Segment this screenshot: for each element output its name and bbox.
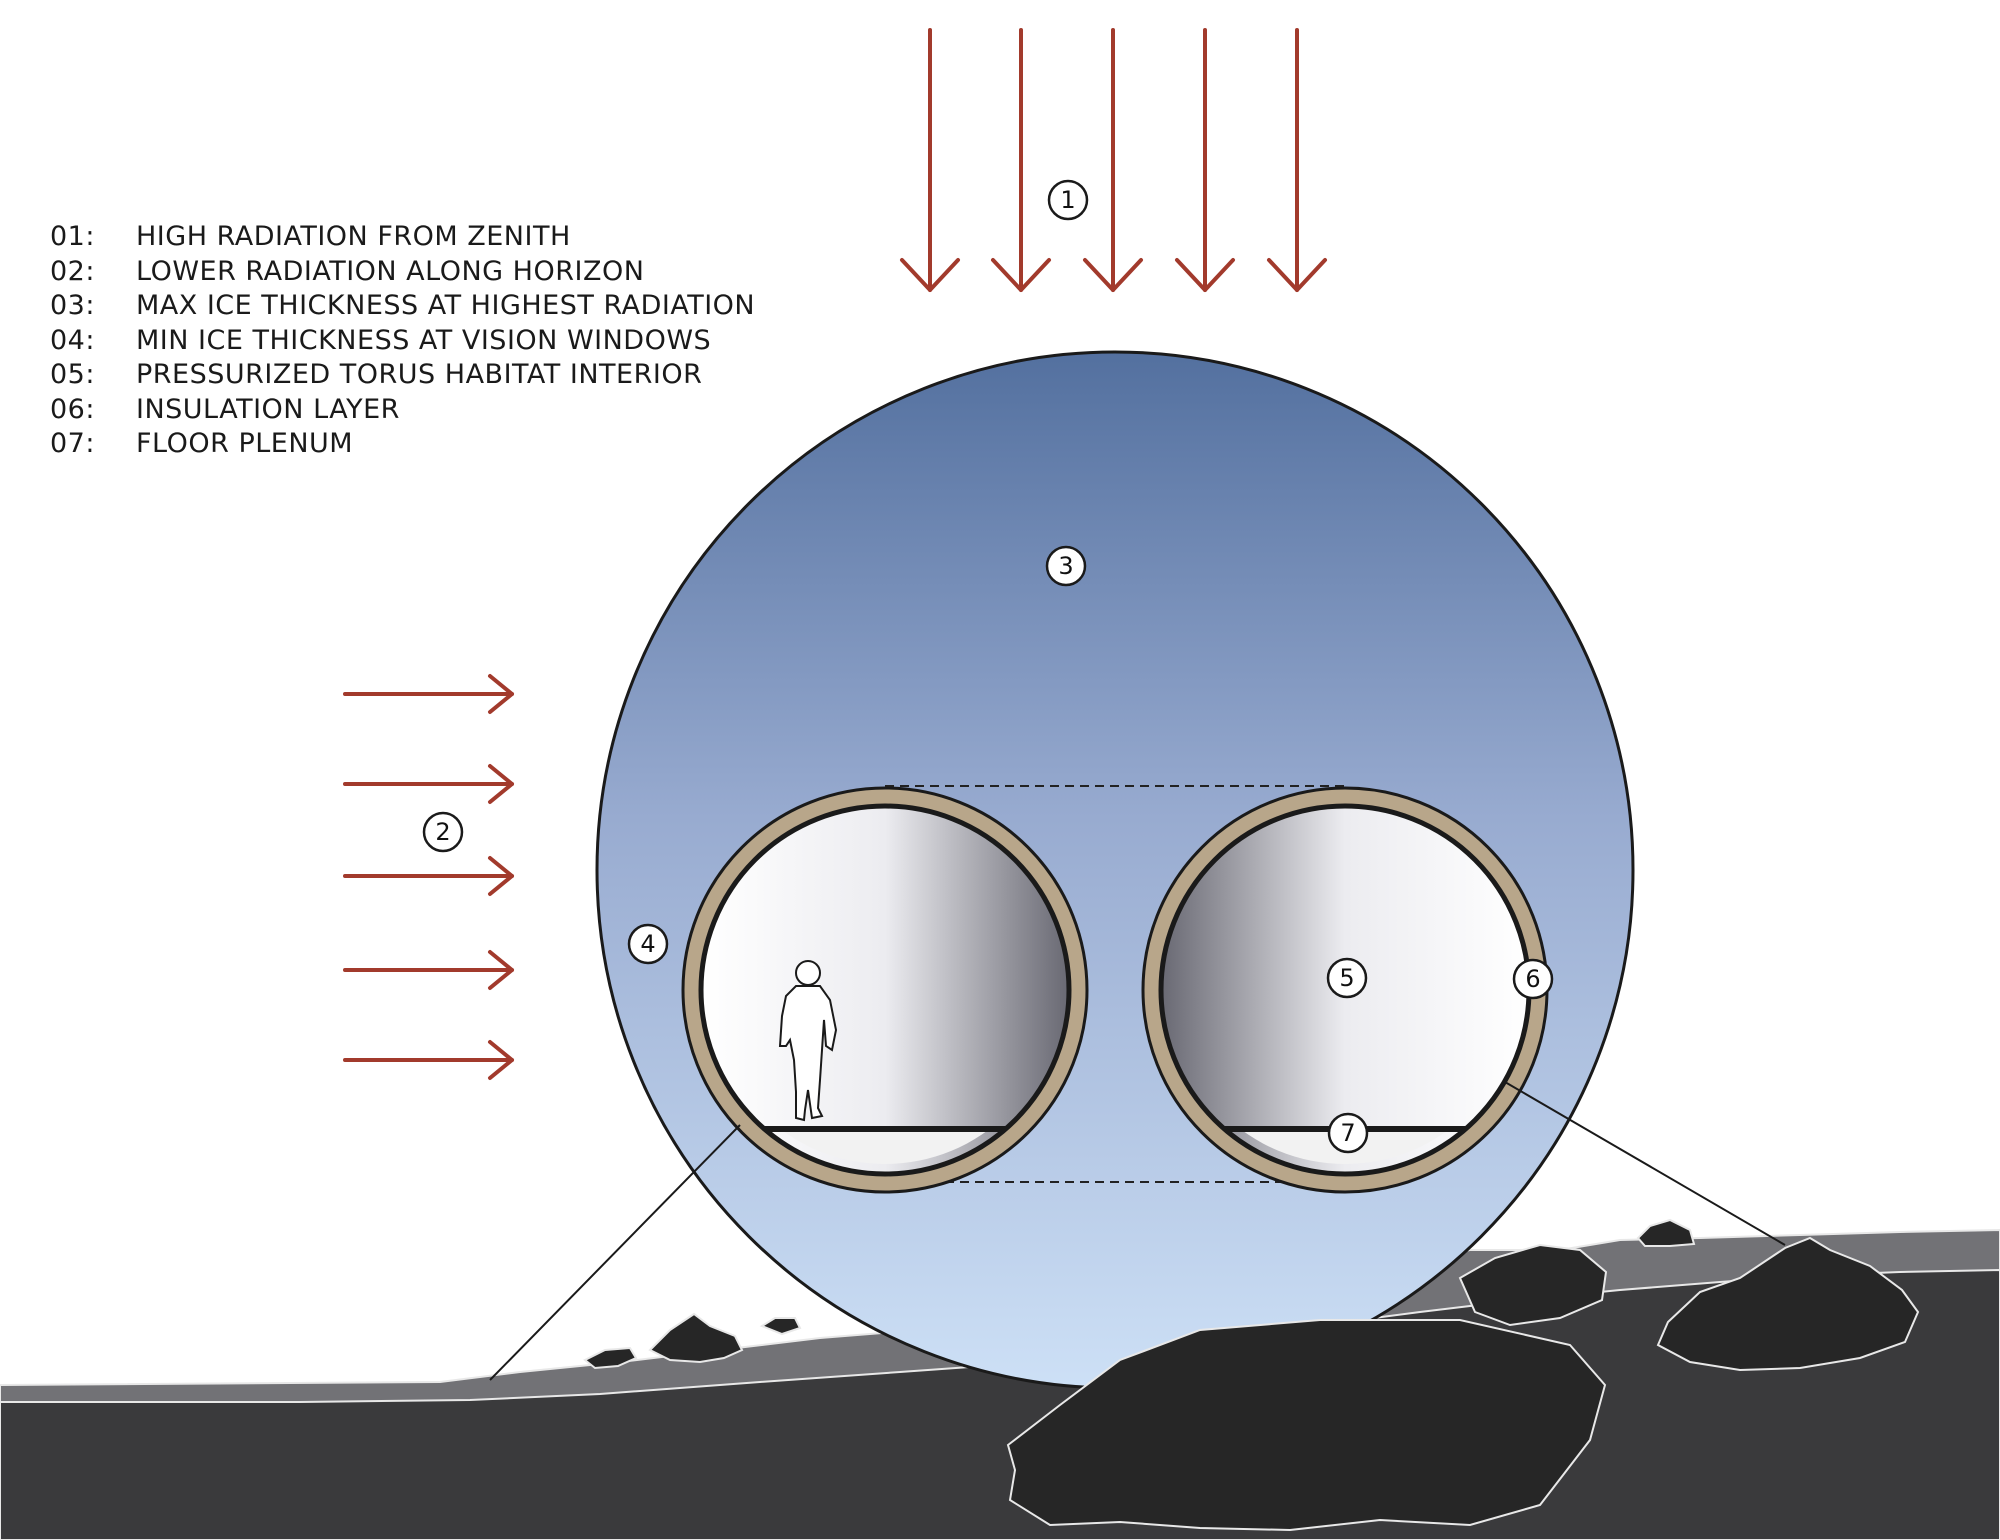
radiation-arrow-icon	[1267, 28, 1327, 292]
radiation-arrow-icon	[900, 28, 960, 292]
rock-left-small-b	[759, 1317, 802, 1336]
callout-7: 7	[1327, 1112, 1369, 1154]
svg-text:7: 7	[1340, 1119, 1355, 1147]
svg-text:4: 4	[640, 930, 655, 958]
radiation-arrow-icon	[343, 674, 514, 714]
legend-text: LOWER RADIATION ALONG HORIZON	[136, 255, 645, 287]
legend-item: 04: MIN ICE THICKNESS AT VISION WINDOWS	[50, 324, 755, 359]
callout-5: 5	[1326, 957, 1368, 999]
legend-item: 05: PRESSURIZED TORUS HABITAT INTERIOR	[50, 358, 755, 393]
legend-text: HIGH RADIATION FROM ZENITH	[136, 221, 571, 252]
dashed-connectors	[885, 785, 1345, 1183]
legend-number: 04:	[50, 324, 95, 356]
left-tube-interior	[703, 808, 1067, 1172]
legend-number: 07:	[50, 428, 95, 459]
legend-number: 01:	[50, 221, 95, 252]
rock-right-large	[1656, 1236, 1920, 1372]
svg-text:5: 5	[1339, 964, 1354, 992]
legend-item: 06: INSULATION LAYER	[50, 393, 755, 428]
rock-right-medium	[1458, 1243, 1608, 1327]
person-silhouette-icon	[778, 960, 838, 1122]
rock-left-medium	[648, 1312, 744, 1364]
zenith-radiation-arrows	[900, 28, 1327, 292]
legend-number: 06:	[50, 393, 95, 425]
legend-item: 07: FLOOR PLENUM	[50, 427, 755, 462]
radiation-arrow-icon	[991, 28, 1051, 292]
legend-item: 03: MAX ICE THICKNESS AT HIGHEST RADIATIO…	[50, 289, 755, 324]
left-ring-inner-edge	[698, 803, 1072, 1177]
legend-text: PRESSURIZED TORUS HABITAT INTERIOR	[136, 359, 703, 390]
leader-line-left	[489, 1124, 741, 1381]
callout-4: 4	[627, 923, 669, 965]
left-insulation-ring	[683, 788, 1087, 1192]
legend-text: MAX ICE THICKNESS AT HIGHEST RADIATION	[136, 290, 756, 321]
callout-6: 6	[1512, 958, 1554, 1000]
rock-left-small-a	[583, 1346, 638, 1370]
svg-text:3: 3	[1058, 552, 1073, 580]
legend-number: 02:	[50, 255, 95, 287]
left-habitat-tube	[681, 786, 1089, 1194]
leader-lines	[489, 1081, 1786, 1381]
rock-right-small	[1636, 1218, 1696, 1247]
svg-text:2: 2	[435, 818, 450, 846]
rock-large-center	[1006, 1319, 1607, 1532]
legend-text: FLOOR PLENUM	[136, 428, 354, 459]
radiation-arrow-icon	[343, 856, 514, 896]
left-ring-outer-edge	[681, 786, 1089, 1194]
svg-text:1: 1	[1060, 186, 1075, 214]
leader-line-right	[1504, 1081, 1786, 1246]
radiation-arrow-icon	[1175, 28, 1235, 292]
legend-item: 01: HIGH RADIATION FROM ZENITH	[50, 220, 755, 255]
radiation-arrow-icon	[343, 950, 514, 990]
radiation-arrow-icon	[343, 1040, 514, 1080]
radiation-arrow-icon	[343, 764, 514, 804]
horizon-radiation-arrows	[343, 674, 514, 1080]
legend-number: 05:	[50, 359, 95, 390]
legend-number: 03:	[50, 290, 95, 321]
legend-text: MIN ICE THICKNESS AT VISION WINDOWS	[136, 324, 712, 356]
legend-item: 02: LOWER RADIATION ALONG HORIZON	[50, 255, 755, 290]
callout-3: 3	[1045, 545, 1087, 587]
rocks	[583, 1218, 1920, 1532]
legend: 01: HIGH RADIATION FROM ZENITH 02: LOWER R…	[50, 220, 755, 462]
callout-1: 1	[1047, 179, 1089, 221]
legend-text: INSULATION LAYER	[136, 393, 400, 425]
svg-text:6: 6	[1525, 965, 1540, 993]
radiation-arrow-icon	[1083, 28, 1143, 292]
callout-2: 2	[422, 811, 464, 853]
